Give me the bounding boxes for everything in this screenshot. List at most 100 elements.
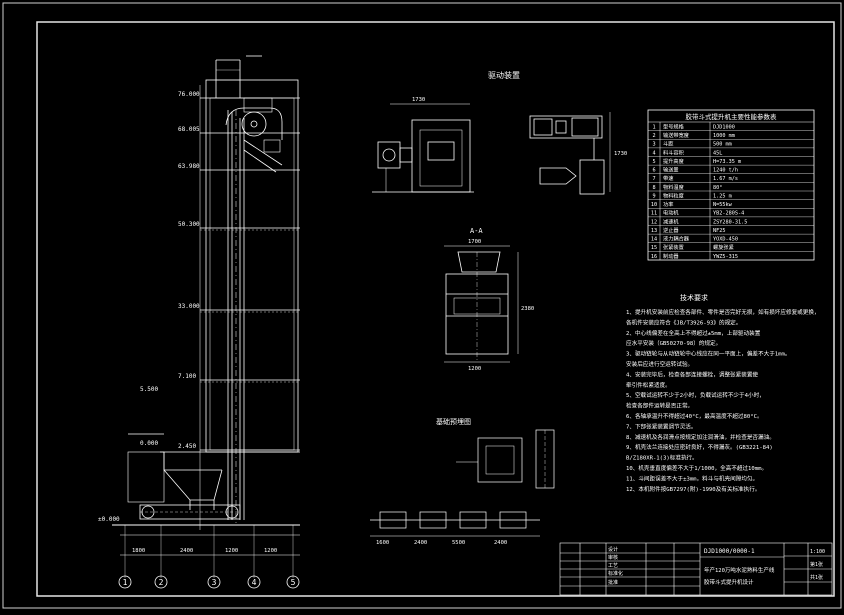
side-label-2: 0.000 xyxy=(140,440,158,447)
spec-row-value: 螺旋张紧 xyxy=(713,243,734,251)
tb-name-line-2: 胶带斗式提升机设计 xyxy=(704,578,754,586)
elevation-label-4: 50.300 xyxy=(178,221,200,228)
spec-row-value: ZSY280-31.5 xyxy=(713,219,747,225)
note-line: 安装后应进行空运转试验。 xyxy=(626,360,693,368)
coupling xyxy=(399,147,413,163)
note-line: 1、提升机安装前应检查各部件、零件是否完好无损，如有损坏应修复或更换， xyxy=(626,308,820,316)
drive-front-view xyxy=(372,103,474,193)
note-line: 11、斗间距误差不大于±3mm，料斗与机壳间隙均匀。 xyxy=(626,474,758,482)
spec-row-index: 6 xyxy=(652,168,655,174)
discharge-chute-bottom xyxy=(243,149,277,173)
note-line: 2、中心线偏差在全高上不得超过±5mm，上部驱动装置 xyxy=(626,329,761,337)
spec-row-label: 提升高度 xyxy=(663,157,684,165)
tb-sign-label: 设计 xyxy=(608,546,618,553)
drive-plan-view xyxy=(529,112,611,195)
spec-row-label: 张紧装置 xyxy=(663,243,684,251)
technical-notes: 1、提升机安装前应检查各部件、零件是否完好无损，如有损坏应修复或更换， 各机件安… xyxy=(626,308,820,493)
foundation-title: 基础预埋图 xyxy=(436,417,471,426)
spec-row-label: 制动器 xyxy=(663,252,679,260)
note-line: 检查各部件运转是否正常。 xyxy=(626,402,693,410)
tb-scale: 1:100 xyxy=(810,549,825,555)
spec-row-index: 12 xyxy=(651,219,657,225)
material-flow-arrow xyxy=(539,167,577,185)
discharge-flange xyxy=(263,139,281,153)
spec-row-index: 9 xyxy=(652,193,655,199)
spec-row-label: 输送量 xyxy=(663,166,679,174)
elevation-label-6: 7.100 xyxy=(178,373,196,380)
elevation-label-3: 63.980 xyxy=(178,163,200,170)
spec-row-index: 15 xyxy=(651,245,657,251)
foundation-dim-2: 2400 xyxy=(414,540,427,546)
elevation-label-7: 2.450 xyxy=(178,443,196,450)
note-line: 3、驱动链轮与从动链轮中心线应在同一平面上，偏差不大于1mm。 xyxy=(626,350,791,358)
spec-row-value: NF25 xyxy=(713,228,726,234)
plan-motor xyxy=(533,118,553,136)
note-line: 7、下部张紧装置调节灵活。 xyxy=(626,422,697,430)
section-hopper xyxy=(457,251,501,273)
note-line: 4、安装完毕后，检查各部连接螺栓，调整张紧装置使 xyxy=(626,370,758,378)
bottom-dim-3: 1200 xyxy=(225,548,238,554)
discharge-chute-top xyxy=(243,139,283,166)
title-block xyxy=(559,542,833,596)
axis-label-1: 1 xyxy=(123,578,128,587)
axis-bubble-3 xyxy=(207,575,221,589)
foundation-pad-2 xyxy=(419,511,447,529)
note-line: 6、各轴承温升不得超过40°C，最高温度不超过80°C。 xyxy=(626,412,763,420)
axis-label-3: 3 xyxy=(212,578,217,587)
note-line: 12、本机附件按GB7297(附)-1990及有关标准执行。 xyxy=(626,485,760,493)
axis-label-2: 2 xyxy=(159,578,164,587)
section-right-label: 2380 xyxy=(521,306,534,312)
tb-name-line-1: 年产120万吨水泥熟料生产线 xyxy=(704,566,775,574)
head-pulley-hub xyxy=(250,120,258,128)
tb-total: 共1张 xyxy=(810,574,823,581)
axis-bubbles xyxy=(118,575,300,589)
foundation-pad-1 xyxy=(379,511,407,529)
spec-row-value: 500 mm xyxy=(713,142,732,148)
bottom-dim-2: 2400 xyxy=(180,548,193,554)
spec-row-index: 10 xyxy=(651,202,657,208)
spec-row-label: 液力耦合器 xyxy=(663,235,690,243)
spec-row-value: 1.67 m/s xyxy=(713,176,738,182)
foundation-block xyxy=(477,437,523,483)
bottom-dim-4: 1200 xyxy=(264,548,277,554)
spec-row-label: 功率 xyxy=(663,200,673,208)
spec-row-index: 3 xyxy=(652,142,655,148)
section-title: A-A xyxy=(470,227,483,235)
bottom-dim-1: 1800 xyxy=(132,548,145,554)
foundation-pad-3 xyxy=(459,511,487,529)
foundation-view xyxy=(370,429,555,537)
tb-sheet: 第1张 xyxy=(810,561,823,568)
axis-bubble-2 xyxy=(154,575,168,589)
spec-row-label: 带速 xyxy=(663,175,673,182)
note-line: 9、机壳法兰连接处应密封良好，不得漏灰。(GB3221-84) xyxy=(626,443,773,451)
drive-frame-inner xyxy=(419,129,463,187)
drive-height-label: 1730 xyxy=(614,151,627,157)
spec-row-index: 8 xyxy=(652,185,655,191)
spec-row-index: 11 xyxy=(651,211,657,217)
tb-sign-label: 审核 xyxy=(608,554,618,561)
spec-row-value: H=73.35 m xyxy=(713,159,741,165)
spec-row-label: 物料温度 xyxy=(663,183,684,191)
foundation-dim-1: 1600 xyxy=(376,540,389,546)
spec-table-frame xyxy=(647,109,815,261)
inner-border xyxy=(36,21,835,597)
note-line: 8、减速机及各润滑点按规定加注润滑油，并检查是否漏油。 xyxy=(626,433,775,441)
foundation-pit xyxy=(485,445,515,475)
tb-drawing-no: DJD1000/0000-1 xyxy=(704,548,755,555)
spec-row-index: 2 xyxy=(652,133,655,139)
gearbox-body xyxy=(427,141,455,161)
spec-row-label: 物料粒度 xyxy=(663,191,684,199)
spec-row-label: 输送带宽度 xyxy=(663,131,689,139)
spec-row-value: 45L xyxy=(713,150,722,156)
spec-row-value: YWZ5-315 xyxy=(713,254,738,260)
elevation-label-8: ±0.000 xyxy=(98,516,120,523)
spec-row-index: 16 xyxy=(651,254,657,260)
plan-head-box xyxy=(579,159,605,195)
notes-title: 技术要求 xyxy=(680,293,708,302)
spec-row-label: 料斗容积 xyxy=(663,148,684,156)
spec-row-label: 电动机 xyxy=(663,209,679,217)
